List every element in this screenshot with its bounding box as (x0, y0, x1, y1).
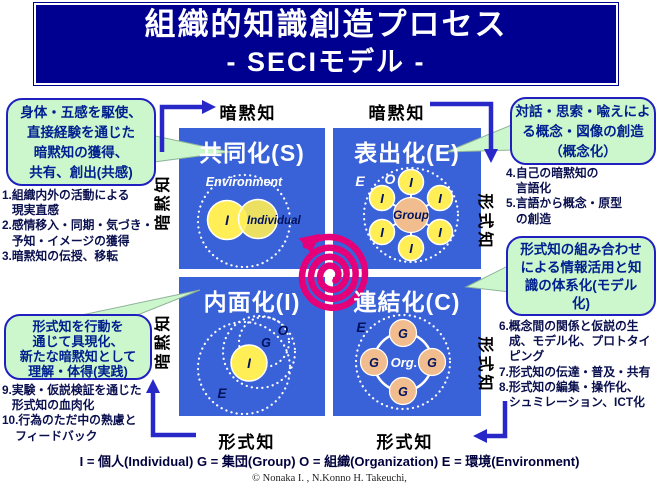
axis-explicit-right-top: 形式知 (476, 193, 493, 251)
copyright-line: © Nonaka I. , N.Konno H. Takeuchi, (252, 473, 407, 484)
notes-internalization: 9.実験・仮説検証を通じた 形式知の血肉化 10.行為のただ中の熟慮と フィード… (2, 383, 142, 443)
slide-title: 組織的知識創造プロセス - SECIモデル - (33, 2, 619, 86)
axis-explicit-right-bottom: 形式知 (476, 336, 493, 394)
axis-tacit-top-right: 暗黙知 (368, 104, 426, 123)
quadrant-externalization: 表出化(E) (333, 128, 481, 269)
axis-tacit-top-left: 暗黙知 (219, 104, 277, 123)
axis-explicit-bottom-left: 形式知 (218, 433, 276, 452)
axis-explicit-bottom-right: 形式知 (376, 433, 434, 452)
internalization-heading: 内面化(I) (203, 289, 301, 315)
quadrant-combination: 連結化(C) (333, 277, 481, 416)
axis-tacit-left-bottom: 暗黙知 (155, 312, 172, 370)
callout-internalization: 形式知を行動を 通じて具現化、 新たな暗黙知として 理解・体得(実践) (4, 314, 152, 380)
callout-externalization: 対話・思索・喩えによ る概念・図像の創造 （概念化） (510, 97, 656, 165)
combination-heading: 連結化(C) (353, 289, 461, 315)
notes-combination: 6.概念間の関係と仮説の生 成、モデル化、プロトタイ ピング 7.形式知の伝達・… (499, 319, 651, 410)
callout-combination: 形式知の組み合わせ による情報活用と知 識の体系化(モデル 化) (506, 236, 656, 316)
notes-socialization: 1.組織内外の活動による 現実直感 2.感情移入・同期・気づき・ 予知・イメージ… (2, 188, 154, 263)
socialization-heading: 共同化(S) (199, 140, 305, 166)
symbol-legend: I = 個人(Individual) G = 集団(Group) O = 組織(… (79, 454, 580, 469)
notes-externalization: 4.自己の暗黙知の 言語化 5.言語から概念・原型 の創造 (506, 166, 623, 226)
quadrant-socialization: 共同化(S) (179, 128, 325, 269)
title-line-1: 組織的知識創造プロセス (144, 7, 508, 42)
callout-socialization: 身体・五感を駆使、 直接経験を通じた 暗黙知の獲得、 共有、創出(共感) (6, 98, 156, 186)
externalization-heading: 表出化(E) (354, 140, 460, 166)
quadrant-internalization: 内面化(I) (179, 277, 325, 416)
title-line-2: - SECIモデル - (226, 47, 426, 77)
